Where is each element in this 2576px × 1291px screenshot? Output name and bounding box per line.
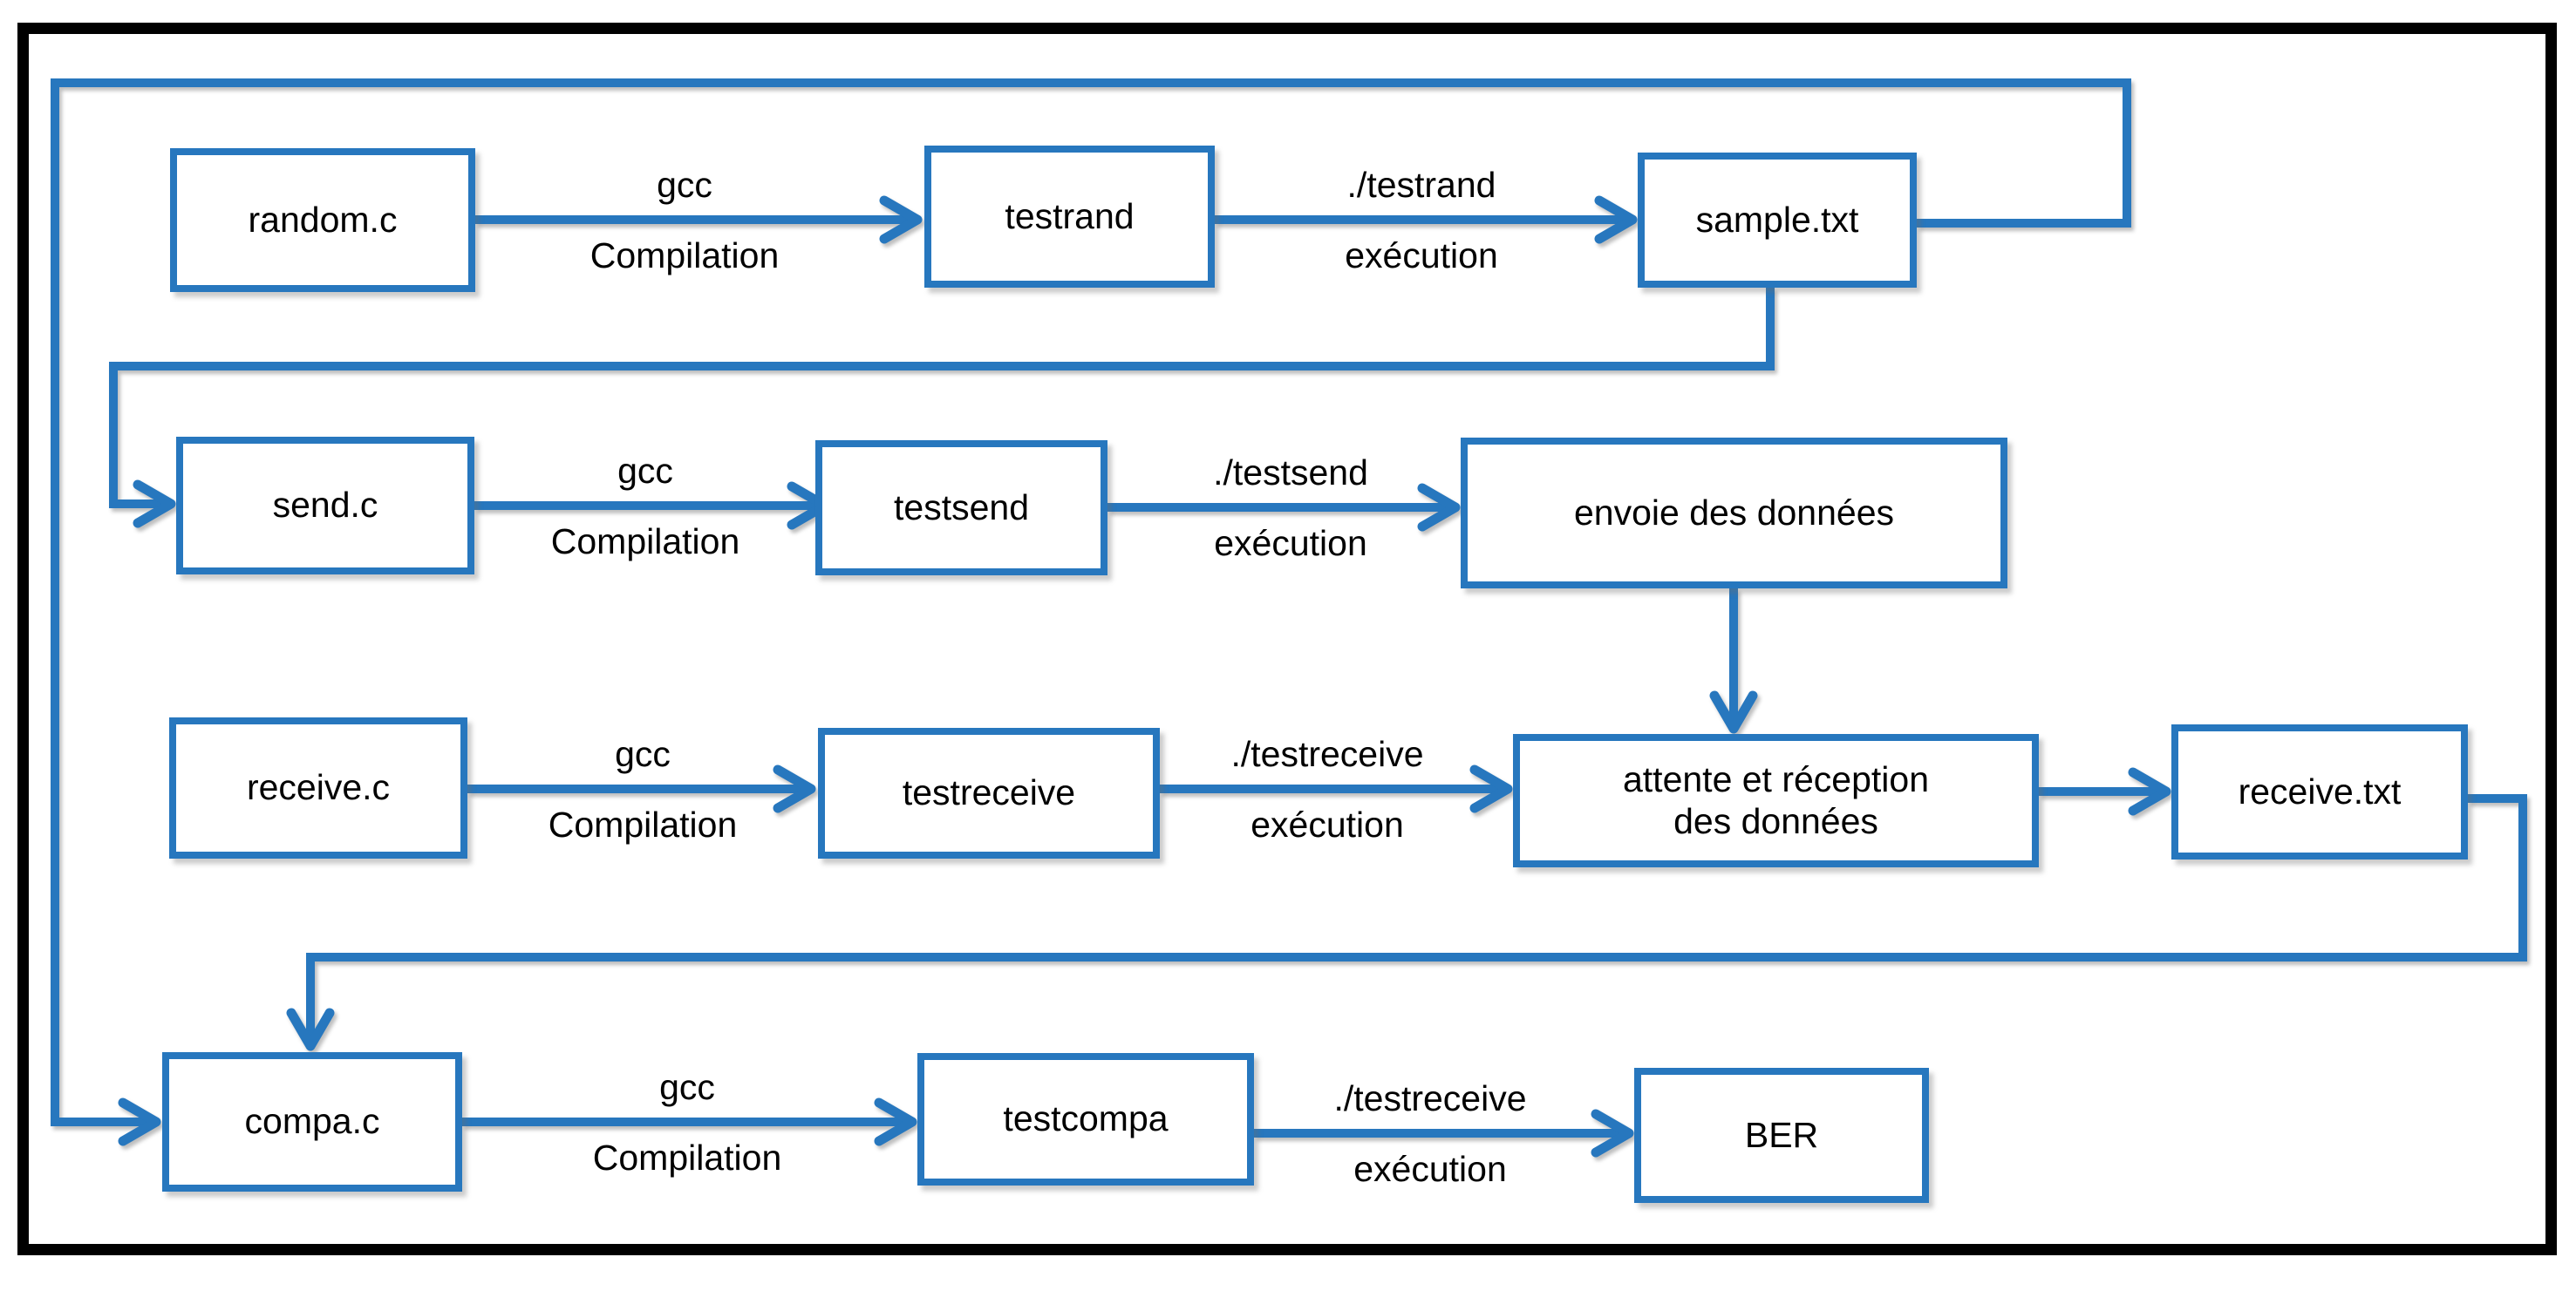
node-testreceive: testreceive [818, 728, 1160, 859]
connector-receivetxt-to-compa [286, 794, 2527, 1051]
node-label: receive.c [246, 767, 391, 808]
edge-label-bottom: Compilation [589, 235, 780, 275]
node-label: receive.txt [2238, 771, 2402, 812]
edge-label-bottom: exécution [1345, 235, 1498, 275]
edge-label-top: gcc [659, 1067, 715, 1107]
edge-label-bottom: exécution [1251, 805, 1404, 845]
node-testcompa: testcompa [917, 1053, 1254, 1186]
edge-label-top: ./testreceive [1333, 1078, 1527, 1118]
edge-label-top: ./testsend [1213, 452, 1368, 493]
edge-label-bottom: Compilation [548, 805, 738, 845]
node-testrand: testrand [924, 146, 1215, 288]
node-label: random.c [248, 199, 398, 240]
connector-sample-loop-to-compa [51, 78, 2131, 1146]
node-label: testcompa [1003, 1098, 1169, 1139]
node-envoie-des-donnees: envoie des données [1461, 438, 2007, 588]
node-label: BER [1744, 1114, 1819, 1155]
edge-label-top: ./testreceive [1230, 734, 1424, 774]
node-label: testrand [1005, 195, 1135, 236]
node-label: envoie des données [1573, 492, 1895, 533]
node-label: attente et réception des données [1622, 759, 1930, 841]
edge-label-bottom: exécution [1353, 1149, 1507, 1189]
edge-label-bottom: exécution [1214, 523, 1367, 563]
edge-label-bottom: Compilation [592, 1138, 782, 1178]
edge-label-top: gcc [617, 451, 673, 491]
edge-label-top: ./testrand [1346, 165, 1496, 205]
node-label: testsend [894, 486, 1029, 527]
node-label: send.c [272, 485, 378, 526]
node-send-c: send.c [176, 437, 474, 574]
node-sample-txt: sample.txt [1638, 153, 1917, 288]
node-testsend: testsend [815, 440, 1107, 575]
node-ber: BER [1634, 1068, 1929, 1203]
edge-label-top: gcc [657, 165, 712, 205]
connector-sample-to-send [109, 288, 1775, 528]
node-receive-txt: receive.txt [2171, 724, 2468, 860]
edge-label-bottom: Compilation [550, 521, 740, 561]
node-attente-reception: attente et réception des données [1513, 734, 2039, 867]
edge-label-top: gcc [615, 734, 671, 774]
node-label: sample.txt [1695, 199, 1859, 240]
node-random-c: random.c [170, 148, 475, 292]
node-label: compa.c [244, 1101, 380, 1142]
node-receive-c: receive.c [169, 717, 467, 859]
node-label: testreceive [902, 772, 1076, 813]
outer-frame [17, 23, 2557, 1255]
node-compa-c: compa.c [162, 1052, 462, 1192]
